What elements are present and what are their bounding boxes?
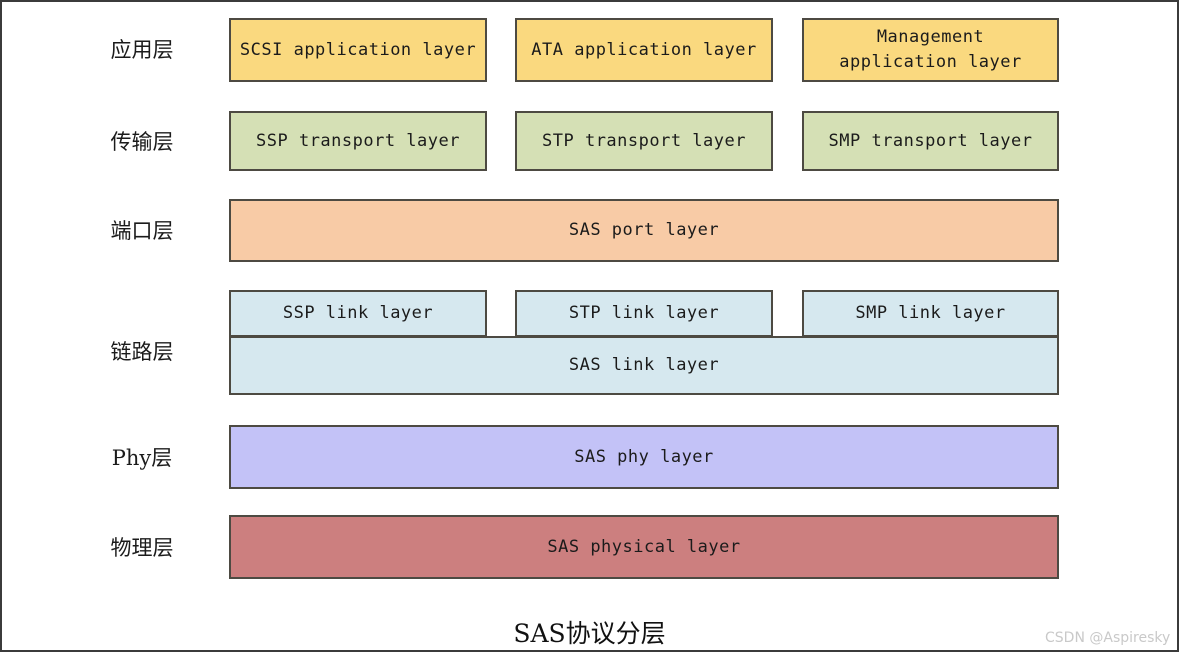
row-label-transport: 传输层 xyxy=(110,130,174,154)
stp-transport-layer: STP transport layer xyxy=(515,111,773,171)
ssp-transport-layer: SSP transport layer xyxy=(229,111,487,171)
scsi-application-layer: SCSI application layer xyxy=(229,18,487,82)
sas-phy-layer: SAS phy layer xyxy=(229,425,1059,489)
row-label-physical: 物理层 xyxy=(110,536,174,560)
ssp-link-layer: SSP link layer xyxy=(229,290,487,337)
sas-link-layer: SAS link layer xyxy=(229,336,1059,395)
row-label-port: 端口层 xyxy=(110,219,174,243)
sas-port-layer: SAS port layer xyxy=(229,199,1059,262)
row-label-application: 应用层 xyxy=(110,38,174,62)
management-application-layer: Management application layer xyxy=(802,18,1059,82)
row-label-link: 链路层 xyxy=(110,340,174,364)
sas-physical-layer: SAS physical layer xyxy=(229,515,1059,579)
smp-transport-layer: SMP transport layer xyxy=(802,111,1059,171)
diagram-caption: SAS协议分层 xyxy=(513,619,666,648)
ata-application-layer: ATA application layer xyxy=(515,18,773,82)
csdn-watermark: CSDN @Aspiresky xyxy=(1045,630,1171,646)
stp-link-layer: STP link layer xyxy=(515,290,773,337)
row-label-phy: Phy层 xyxy=(111,446,173,470)
smp-link-layer: SMP link layer xyxy=(802,290,1059,337)
